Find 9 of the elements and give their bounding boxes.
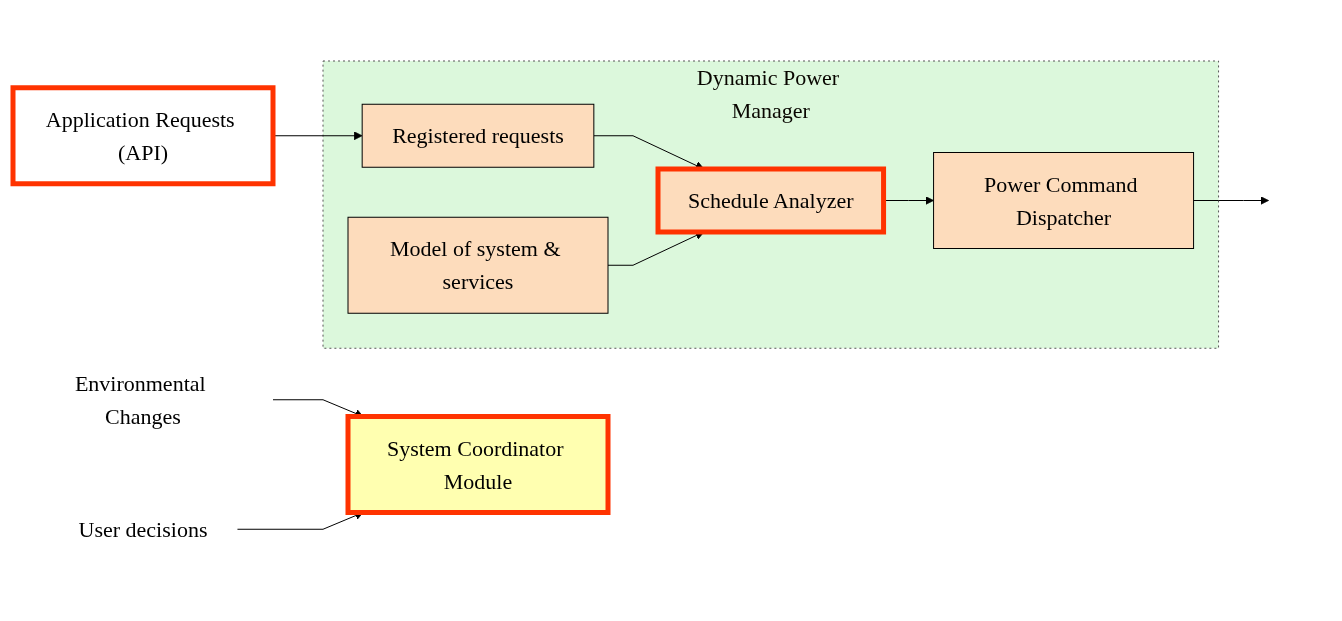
node-box: Power Command Dispatcher [933,151,1195,249]
arrow [1193,195,1270,205]
node-text: User decisions [78,516,208,542]
node-box: System Coordinator Module [345,413,611,515]
node-text: Environmental Changes [75,370,206,429]
node-box: Application Requests (API) [10,84,276,186]
node-box: Schedule Analyzer [655,166,887,235]
node-box: Registered requests [361,103,595,168]
node-box: Model of system & services [347,216,609,314]
